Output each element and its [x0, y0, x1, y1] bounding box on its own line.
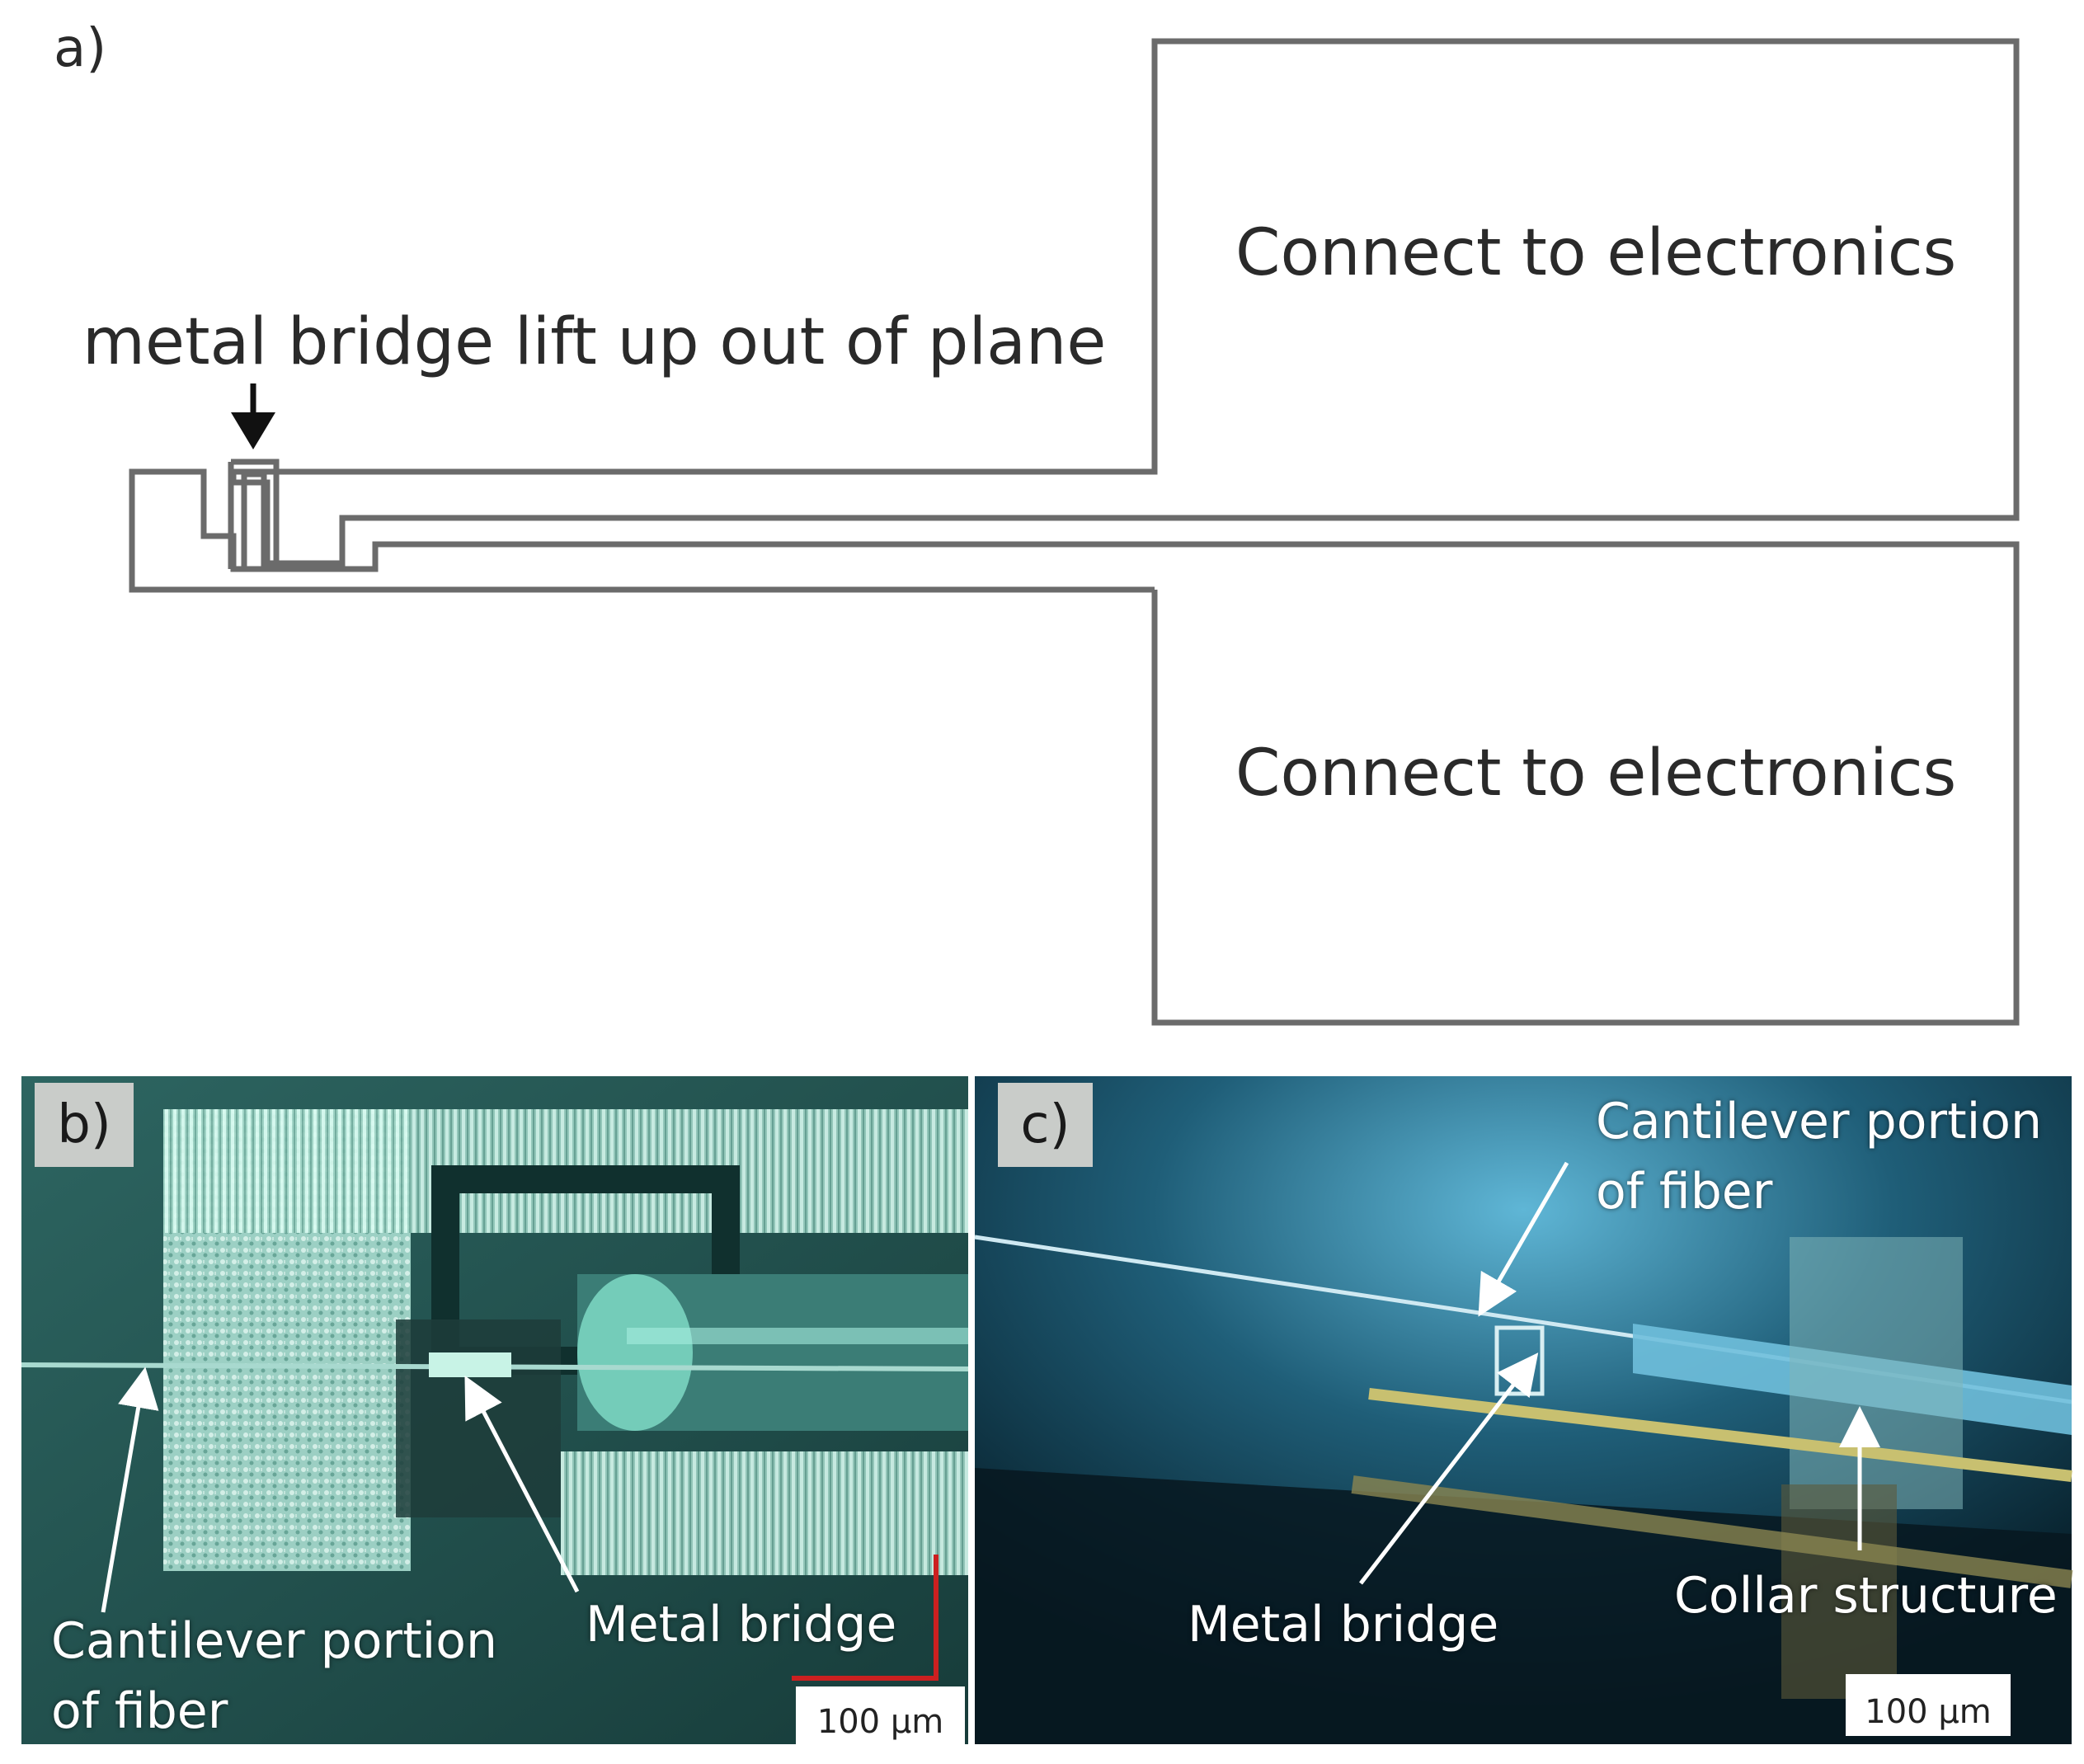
left-loop-outline	[129, 468, 1155, 593]
bridge-arrow	[231, 383, 275, 449]
panel-b-bridge-label: Metal bridge	[586, 1596, 897, 1653]
panel-c-tag: c)	[998, 1083, 1093, 1167]
top-pad-label: Connect to electronics	[1235, 216, 1957, 290]
panel-b-scale-mark	[792, 1555, 939, 1681]
panel-a-tag: a)	[54, 18, 107, 79]
panel-b-scale-label: 100 µm	[796, 1686, 965, 1746]
panel-b-tag: b)	[35, 1083, 134, 1167]
metal-bridge-shape	[228, 459, 280, 569]
panel-c-bridge-label: Metal bridge	[1188, 1596, 1499, 1653]
panel-b-cantilever-arrow	[101, 1367, 159, 1613]
panel-c-scale-label: 100 µm	[1846, 1674, 2011, 1736]
top-pad-outline	[230, 38, 2020, 567]
panel-c-photo	[974, 1076, 2073, 1744]
panel-b-bridge-arrow	[464, 1375, 580, 1593]
panel-b-cantilever-label-line2: of fiber	[51, 1682, 228, 1740]
metal-bridge-inner	[241, 471, 267, 569]
panel-c-cantilever-label-line2: of fiber	[1596, 1163, 1773, 1221]
panel-c-cantilever-arrow	[1478, 1161, 1569, 1317]
bottom-pad-label: Connect to electronics	[1235, 736, 1957, 811]
panel-b-cantilever-label-line1: Cantilever portion	[51, 1612, 498, 1670]
panel-a-diagram	[129, 38, 2020, 1026]
bottom-pad-outline	[239, 541, 2020, 1026]
panel-c-cantilever-label-line1: Cantilever portion	[1596, 1093, 2043, 1150]
bridge-note: metal bridge lift up out of plane	[82, 305, 1107, 379]
panel-c-collar-label: Collar structure	[1674, 1567, 2058, 1625]
panel-c-bridge-arrow	[1359, 1352, 1539, 1585]
panel-b-photo	[21, 1076, 969, 1744]
